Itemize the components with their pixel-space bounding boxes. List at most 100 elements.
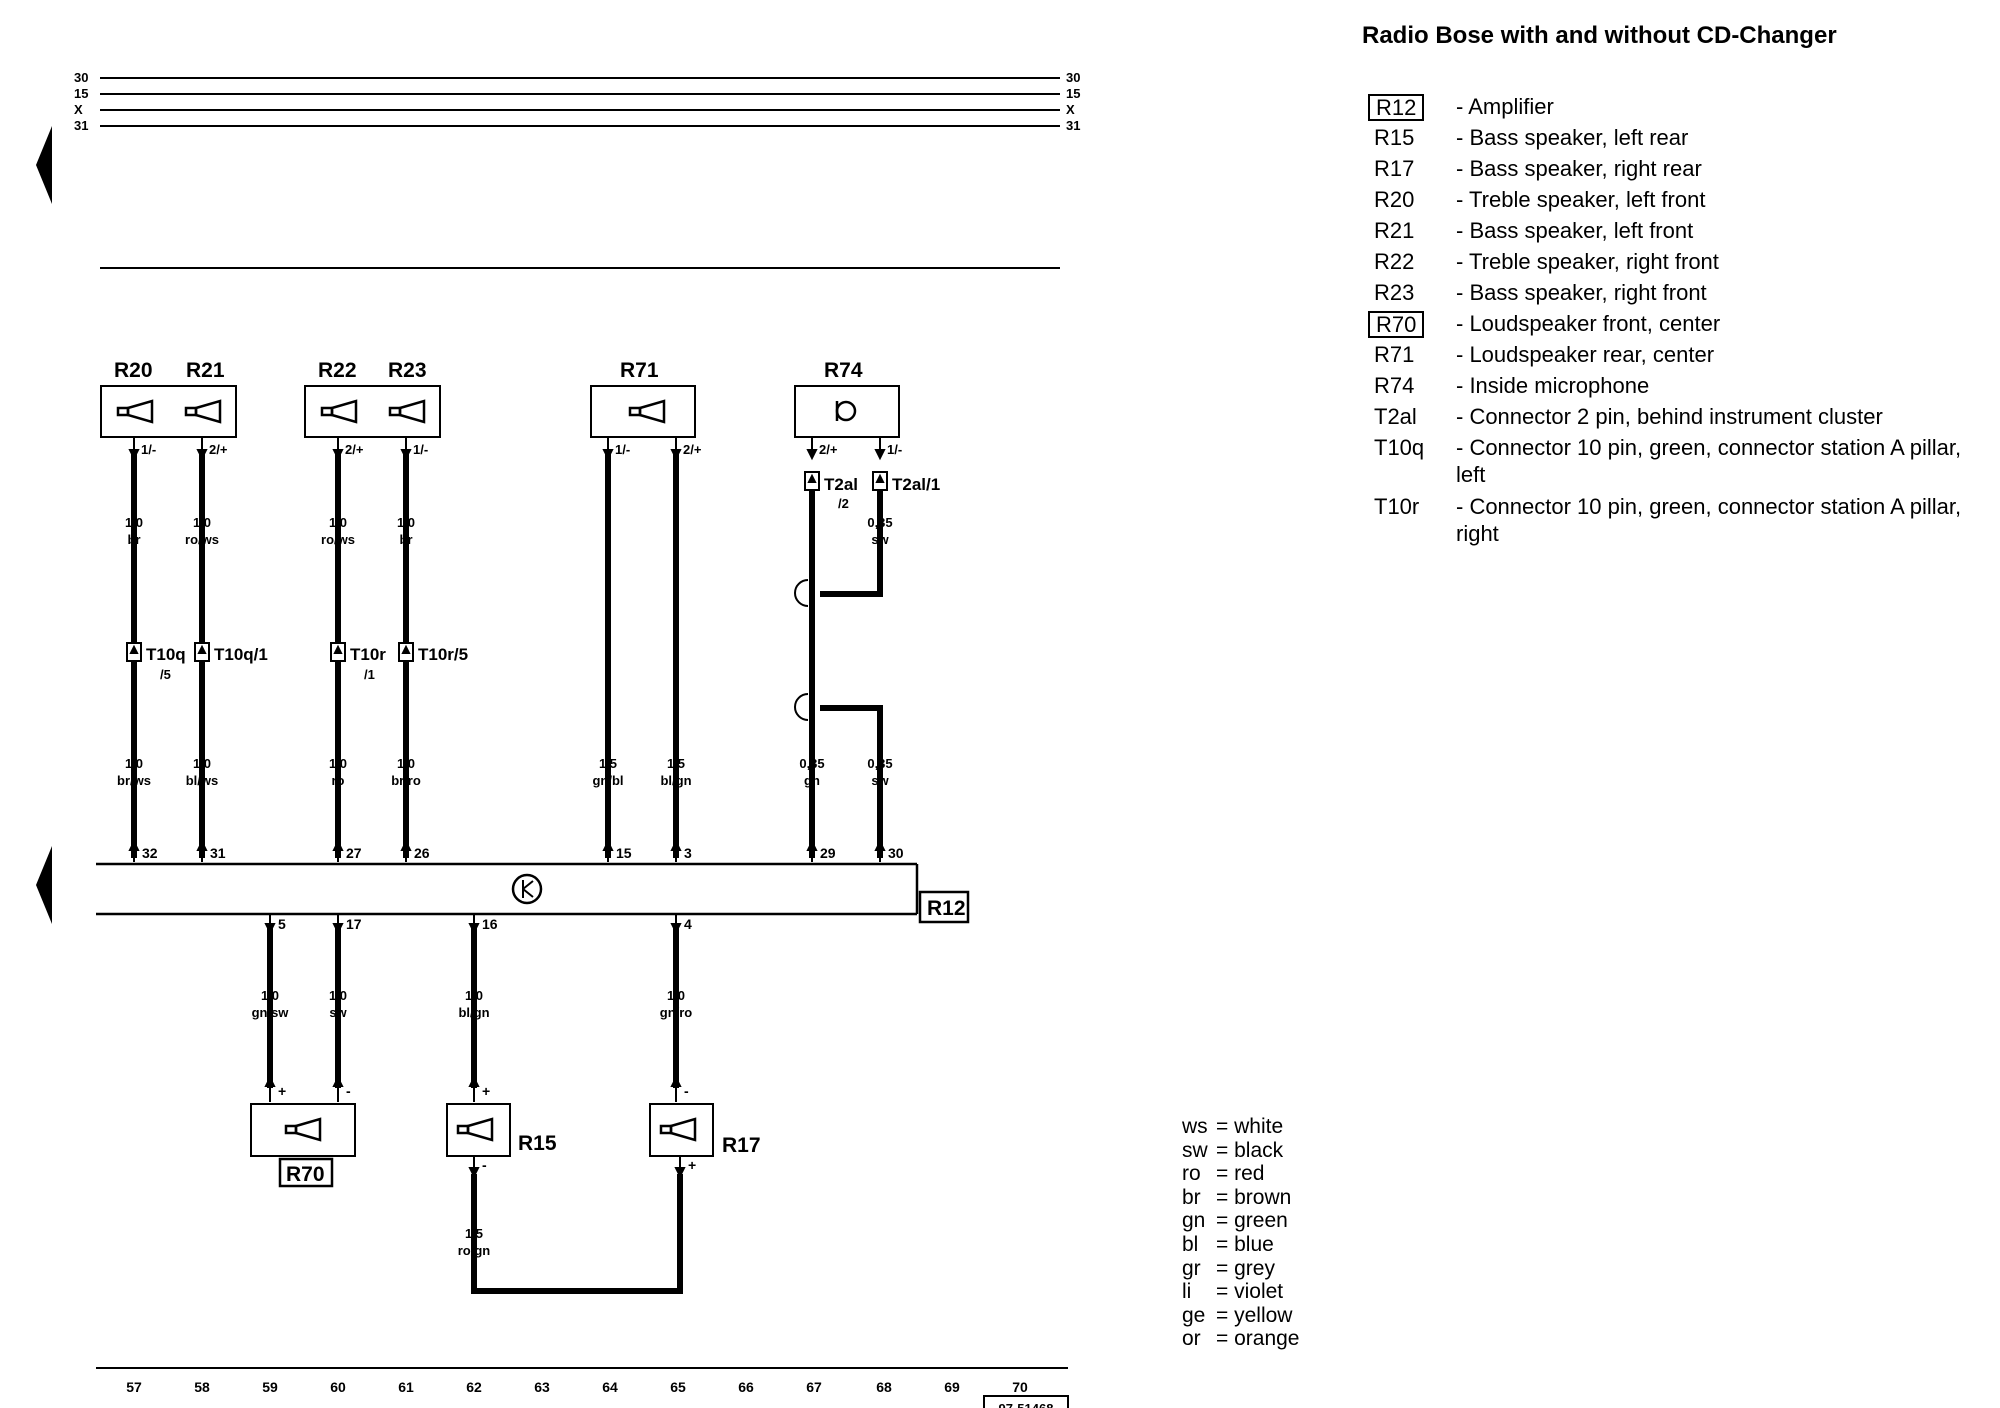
legend-desc: - Bass speaker, left rear (1456, 125, 1689, 150)
pin-arrows-top (128, 438, 886, 461)
wire-size: 1,0 (329, 515, 347, 530)
bus-label-15-right: 15 (1066, 86, 1080, 101)
label-r20: R20 (114, 359, 153, 382)
pin-label-r15b: - (482, 1157, 487, 1173)
color-abbr: or (1182, 1327, 1201, 1351)
pin-label-r70a: + (278, 1083, 286, 1099)
amp-pin-3: 3 (684, 845, 692, 861)
pin-label-r71a: 1/- (615, 442, 630, 457)
pin-label-r74b: 1/- (887, 442, 902, 457)
wire-color: ro/ws (321, 532, 355, 547)
track-number: 63 (534, 1379, 550, 1395)
connector-t10q-5-sub: /5 (160, 667, 171, 682)
pin-arrows-lower-speakers (264, 1075, 686, 1179)
connector-t10 (126, 642, 414, 662)
legend-desc: - Treble speaker, left front (1456, 187, 1706, 212)
legend-code: T10r (1374, 494, 1420, 519)
amp-pin-16: 16 (482, 916, 498, 932)
color-name: = grey (1216, 1256, 1275, 1280)
track-number: 60 (330, 1379, 346, 1395)
label-r74: R74 (824, 359, 863, 382)
wire-color: sw (329, 1005, 347, 1020)
color-abbr: ws (1182, 1115, 1208, 1138)
amp-pin-31: 31 (210, 845, 226, 861)
wire-size: 0,35 (799, 756, 824, 771)
wire-size: 1,5 (465, 1226, 483, 1241)
label-r71: R71 (620, 359, 659, 382)
speaker-icon (659, 1117, 697, 1142)
connector-t10r-1-sub: /1 (364, 667, 375, 682)
amplifier-r12: R12 (96, 862, 970, 924)
legend-desc: - Connector 2 pin, behind instrument clu… (1456, 404, 1883, 429)
color-name: = orange (1216, 1327, 1300, 1351)
wire-color: ro/ws (185, 532, 219, 547)
previous-page-arrow-icon-lower[interactable] (36, 846, 52, 924)
pin-arrows-amp-top (128, 839, 886, 862)
shield-crossings (794, 579, 809, 721)
amp-pin-30: 30 (888, 845, 904, 861)
pin-label-r17b: + (688, 1157, 696, 1173)
wire-size: 0,35 (867, 515, 892, 530)
legend-desc: - Treble speaker, right front (1456, 249, 1719, 274)
wire-color: gn (804, 773, 820, 788)
color-name: = yellow (1216, 1303, 1293, 1327)
color-name: = blue (1216, 1232, 1274, 1256)
speaker-box-r17: R17 (649, 1103, 761, 1157)
speaker-icon (284, 1117, 322, 1142)
label-r21: R21 (186, 359, 225, 382)
wire-color: bl/gn (660, 773, 691, 788)
wire-size: 1,0 (465, 988, 483, 1003)
legend-desc: - Inside microphone (1456, 373, 1650, 398)
color-name: = violet (1216, 1280, 1284, 1304)
microphone-icon (835, 400, 857, 422)
track-number: 59 (262, 1379, 278, 1395)
amp-pin-15: 15 (616, 845, 632, 861)
color-name: = green (1216, 1209, 1288, 1233)
bus-label-30-right: 30 (1066, 70, 1080, 85)
color-abbr: gn (1182, 1209, 1206, 1233)
color-abbr: sw (1182, 1138, 1208, 1162)
legend-desc: - Connector 10 pin, green, connector sta… (1456, 494, 1962, 546)
legend-code: R15 (1374, 125, 1415, 150)
connector-t2al-1-label: T2al/1 (892, 475, 940, 494)
color-abbr: li (1182, 1280, 1192, 1304)
legend-code: R17 (1374, 156, 1415, 181)
legend-desc: - Connector 10 pin, green, connector sta… (1456, 435, 1962, 487)
track-number: 68 (876, 1379, 892, 1395)
wire-size: 1,5 (667, 756, 685, 771)
bus-label-x-right: X (1066, 102, 1075, 117)
color-abbr: br (1182, 1185, 1201, 1209)
speaker-icon (320, 399, 426, 424)
transistor-icon (511, 873, 543, 905)
track-number: 57 (126, 1379, 142, 1395)
color-abbr: bl (1182, 1232, 1199, 1256)
previous-page-arrow-icon[interactable] (36, 126, 52, 204)
color-abbr: gr (1182, 1256, 1201, 1280)
wire-color: br (128, 532, 141, 547)
legend-code: R74 (1374, 373, 1415, 398)
color-name: = red (1216, 1162, 1265, 1186)
amp-pin-26: 26 (414, 845, 430, 861)
color-name: = black (1216, 1138, 1284, 1162)
amp-pin-17: 17 (346, 916, 362, 932)
speaker-box-r71 (590, 385, 696, 438)
label-r70: R70 (286, 1163, 325, 1186)
pin-label-r20: 1/- (141, 442, 156, 457)
color-abbr: ro (1182, 1162, 1201, 1186)
track-number: 65 (670, 1379, 686, 1395)
legend-desc: - Loudspeaker front, center (1456, 311, 1721, 336)
wire-size: 1,0 (193, 756, 211, 771)
track-number: 61 (398, 1379, 414, 1395)
wire-size: 1,0 (329, 756, 347, 771)
amp-pin-4: 4 (684, 916, 692, 932)
wire-size: 1,5 (599, 756, 617, 771)
legend-code: R71 (1374, 342, 1415, 367)
legend-code: T2al (1374, 404, 1417, 429)
legend-desc: - Bass speaker, right front (1456, 280, 1707, 305)
legend-code: R22 (1374, 249, 1415, 274)
track-number: 62 (466, 1379, 482, 1395)
wire-size: 0,35 (867, 756, 892, 771)
microphone-box-r74 (794, 385, 900, 438)
wire-size: 1,0 (261, 988, 279, 1003)
